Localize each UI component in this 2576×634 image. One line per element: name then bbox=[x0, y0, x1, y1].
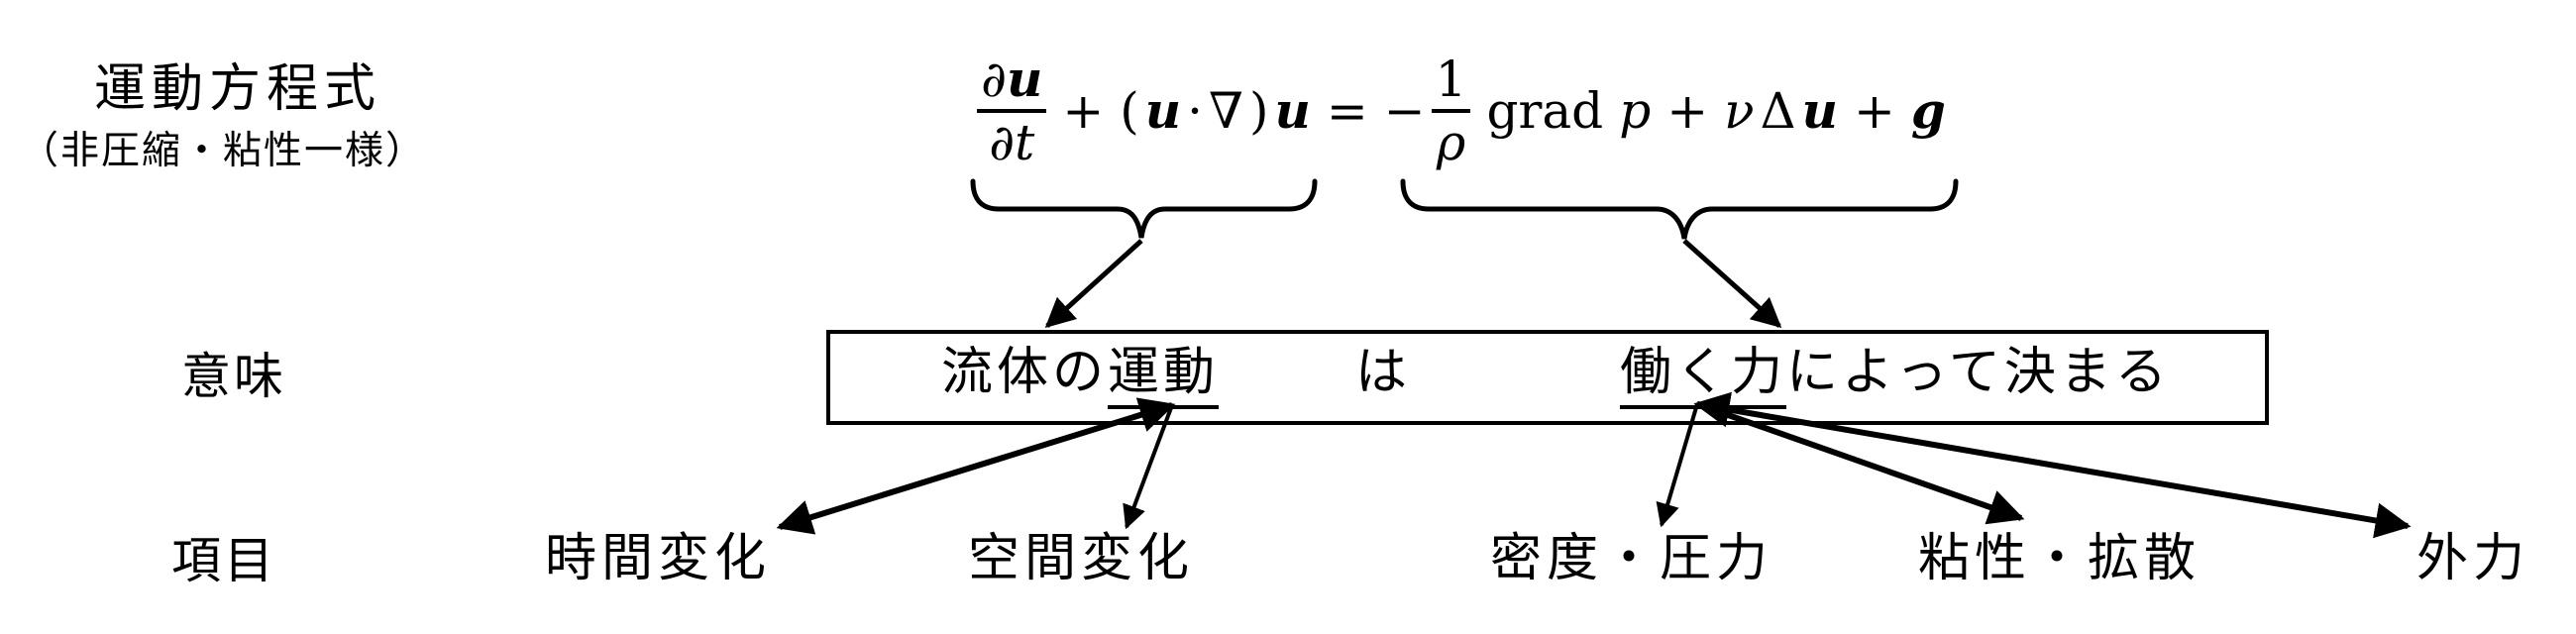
item-external-force: 外力 bbox=[2416, 529, 2530, 588]
meaning-text-fluid-motion: 流体の運動 bbox=[941, 343, 1220, 409]
underbrace-left bbox=[970, 178, 1318, 239]
item-row-label: 項目 bbox=[171, 532, 276, 589]
meaning-box bbox=[826, 330, 2269, 425]
underlined-force: 働く力 bbox=[1620, 343, 1787, 409]
underlined-motion: 運動 bbox=[1108, 343, 1220, 409]
grad-operator: grad bbox=[1486, 82, 1604, 140]
plus-operator: + bbox=[1666, 82, 1709, 140]
item-density-pressure: 密度・圧力 bbox=[1490, 529, 1773, 588]
gravity-term: g bbox=[1910, 81, 1946, 140]
meaning-text-particle: は bbox=[1355, 343, 1412, 402]
underbrace-right bbox=[1400, 178, 1959, 240]
page-title: 運動方程式 bbox=[94, 59, 382, 119]
time-derivative-term: ∂u ∂t bbox=[977, 54, 1047, 167]
page-subtitle: （非圧縮・粘性一様） bbox=[20, 129, 427, 173]
equals-sign: = bbox=[1326, 82, 1368, 140]
fraction-bar bbox=[1431, 109, 1471, 113]
meaning-row-label: 意味 bbox=[181, 348, 286, 405]
item-time-change: 時間変化 bbox=[545, 529, 772, 588]
arrow-left-brace-to-box bbox=[1044, 239, 1143, 329]
arrow-right-brace-to-box bbox=[1682, 239, 1782, 329]
advection-term: (u·∇)u bbox=[1120, 81, 1311, 140]
plus-operator: + bbox=[1062, 82, 1105, 140]
item-space-change: 空間変化 bbox=[968, 529, 1195, 588]
item-viscosity-diffusion: 粘性・拡散 bbox=[1918, 529, 2201, 588]
meaning-text-forces: 働く力によって決まる bbox=[1620, 343, 2171, 409]
pressure-variable: p bbox=[1619, 82, 1652, 140]
fraction-bar bbox=[977, 109, 1047, 113]
pressure-term: − 1 ρ bbox=[1384, 54, 1471, 167]
plus-operator: + bbox=[1854, 82, 1895, 140]
